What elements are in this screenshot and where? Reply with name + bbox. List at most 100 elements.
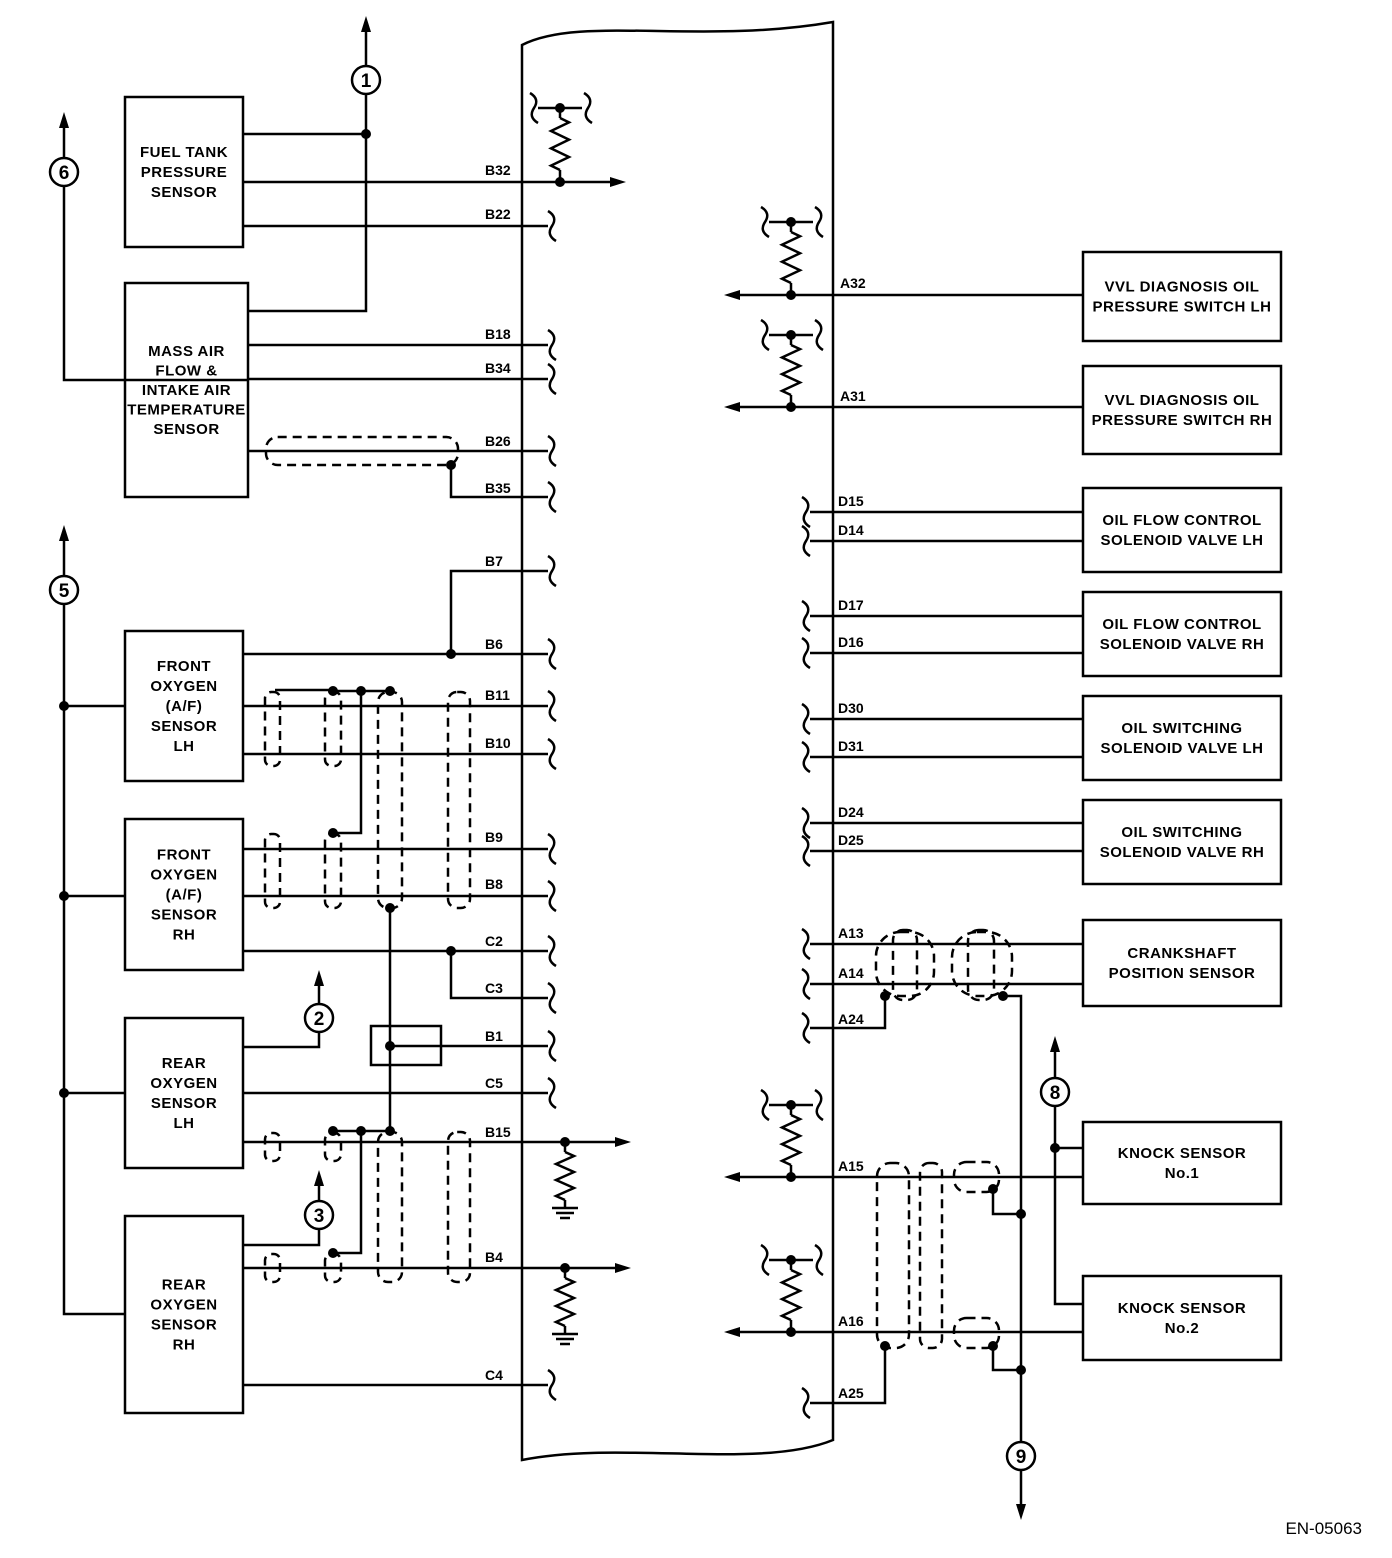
resistor-icon	[779, 230, 803, 285]
component-label: SENSOR	[151, 184, 217, 201]
shield-icon	[263, 690, 282, 768]
arrow-up-icon	[59, 525, 69, 541]
connector-number: 6	[59, 163, 70, 184]
shield-icon	[952, 1160, 1001, 1194]
connector-break-icon	[547, 328, 557, 362]
connector-break-icon	[547, 362, 557, 396]
connector-break-icon	[547, 1368, 557, 1402]
component-box-front_o2_rh	[123, 817, 245, 972]
component-label: (A/F)	[166, 698, 203, 715]
arrow-up-icon	[314, 970, 324, 986]
terminal-label: A32	[840, 275, 866, 291]
connector-break-icon	[801, 636, 811, 670]
terminal-label: B35	[485, 480, 511, 496]
connector-break-icon	[547, 1076, 557, 1110]
connector-break-icon	[547, 434, 557, 468]
component-label: FUEL TANK	[140, 144, 228, 161]
component-label: REAR	[162, 1277, 207, 1294]
junction-dot	[1016, 1365, 1026, 1375]
component-box-fuel_tank	[123, 95, 245, 249]
connector-break-icon	[801, 599, 811, 633]
connector-circle-icon	[350, 64, 382, 96]
terminal-label: D17	[838, 597, 864, 613]
component-label: CRANKSHAFT	[1127, 945, 1236, 962]
shield-icon	[323, 1131, 343, 1163]
wire	[449, 465, 548, 499]
junction-dot	[786, 290, 796, 300]
connector-break-icon	[814, 205, 824, 239]
component-label: OXYGEN	[150, 1075, 217, 1092]
terminal-label: C4	[485, 1367, 503, 1383]
wire	[243, 1229, 321, 1247]
component-label: SOLENOID VALVE RH	[1100, 636, 1265, 653]
component-box-knock2	[1081, 1274, 1283, 1362]
terminal-label: D25	[838, 832, 864, 848]
connector-break-icon	[801, 524, 811, 558]
arrow-up-icon	[361, 16, 371, 32]
shield-icon	[263, 832, 282, 910]
connector-break-icon	[547, 981, 557, 1015]
component-label: LH	[174, 1115, 195, 1132]
terminal-label: B9	[485, 829, 503, 845]
arrow-right-icon	[610, 177, 626, 187]
component-label: RH	[173, 1337, 196, 1354]
junction-dot	[786, 1172, 796, 1182]
shield-icon	[446, 1130, 472, 1284]
component-label: PRESSURE SWITCH RH	[1092, 412, 1273, 429]
terminal-label: A13	[838, 925, 864, 941]
connector-break-icon	[547, 480, 557, 514]
terminal-label: B34	[485, 360, 511, 376]
junction-dot	[1016, 1209, 1026, 1219]
component-label: OIL SWITCHING	[1121, 720, 1242, 737]
terminal-label: A31	[840, 388, 866, 404]
component-label: TEMPERATURE	[127, 402, 246, 419]
terminal-label: A16	[838, 1313, 864, 1329]
connector-break-icon	[547, 209, 557, 243]
shield-icon	[376, 1130, 404, 1284]
terminal-label: B18	[485, 326, 511, 342]
connector-break-icon	[547, 832, 557, 866]
terminal-label: B26	[485, 433, 511, 449]
connector-circle-icon	[1005, 1440, 1037, 1472]
terminal-label: B15	[485, 1124, 511, 1140]
component-label: KNOCK SENSOR	[1118, 1300, 1247, 1317]
component-label: RH	[173, 927, 196, 944]
component-label: POSITION SENSOR	[1109, 965, 1256, 982]
component-label: VVL DIAGNOSIS OIL	[1105, 279, 1260, 296]
connector-break-icon	[547, 934, 557, 968]
shield-icon	[376, 690, 404, 910]
connector-break-icon	[801, 967, 811, 1001]
terminal-label: C2	[485, 933, 503, 949]
shield-icon	[874, 930, 936, 998]
component-label: SENSOR	[151, 718, 217, 735]
component-box-rear_o2_lh	[123, 1016, 245, 1170]
wire	[333, 691, 363, 835]
wire	[1053, 1052, 1083, 1306]
shield-icon	[952, 1316, 1001, 1350]
wire	[1003, 994, 1023, 1505]
terminal-label: B10	[485, 735, 511, 751]
terminal-label: D16	[838, 634, 864, 650]
component-label: SOLENOID VALVE LH	[1101, 740, 1264, 757]
connector-circle-icon	[48, 156, 80, 188]
connector-break-icon	[814, 1243, 824, 1277]
component-label: No.1	[1165, 1165, 1200, 1182]
terminal-label: A24	[838, 1011, 864, 1027]
wire	[243, 1032, 321, 1049]
resistor-icon	[779, 343, 803, 397]
shield-icon	[966, 928, 996, 1002]
connector-break-icon	[814, 318, 824, 352]
resistor-icon	[552, 1276, 578, 1328]
component-label: FRONT	[157, 658, 211, 675]
connector-break-icon	[760, 1088, 770, 1122]
connector-break-icon	[547, 689, 557, 723]
component-label: SENSOR	[153, 421, 219, 438]
connector-number: 8	[1050, 1083, 1061, 1104]
component-label: PRESSURE	[141, 164, 228, 181]
terminal-label: D14	[838, 522, 864, 538]
component-box-os_lh	[1081, 694, 1283, 782]
junction-dot	[328, 828, 338, 838]
wire	[62, 540, 125, 1316]
